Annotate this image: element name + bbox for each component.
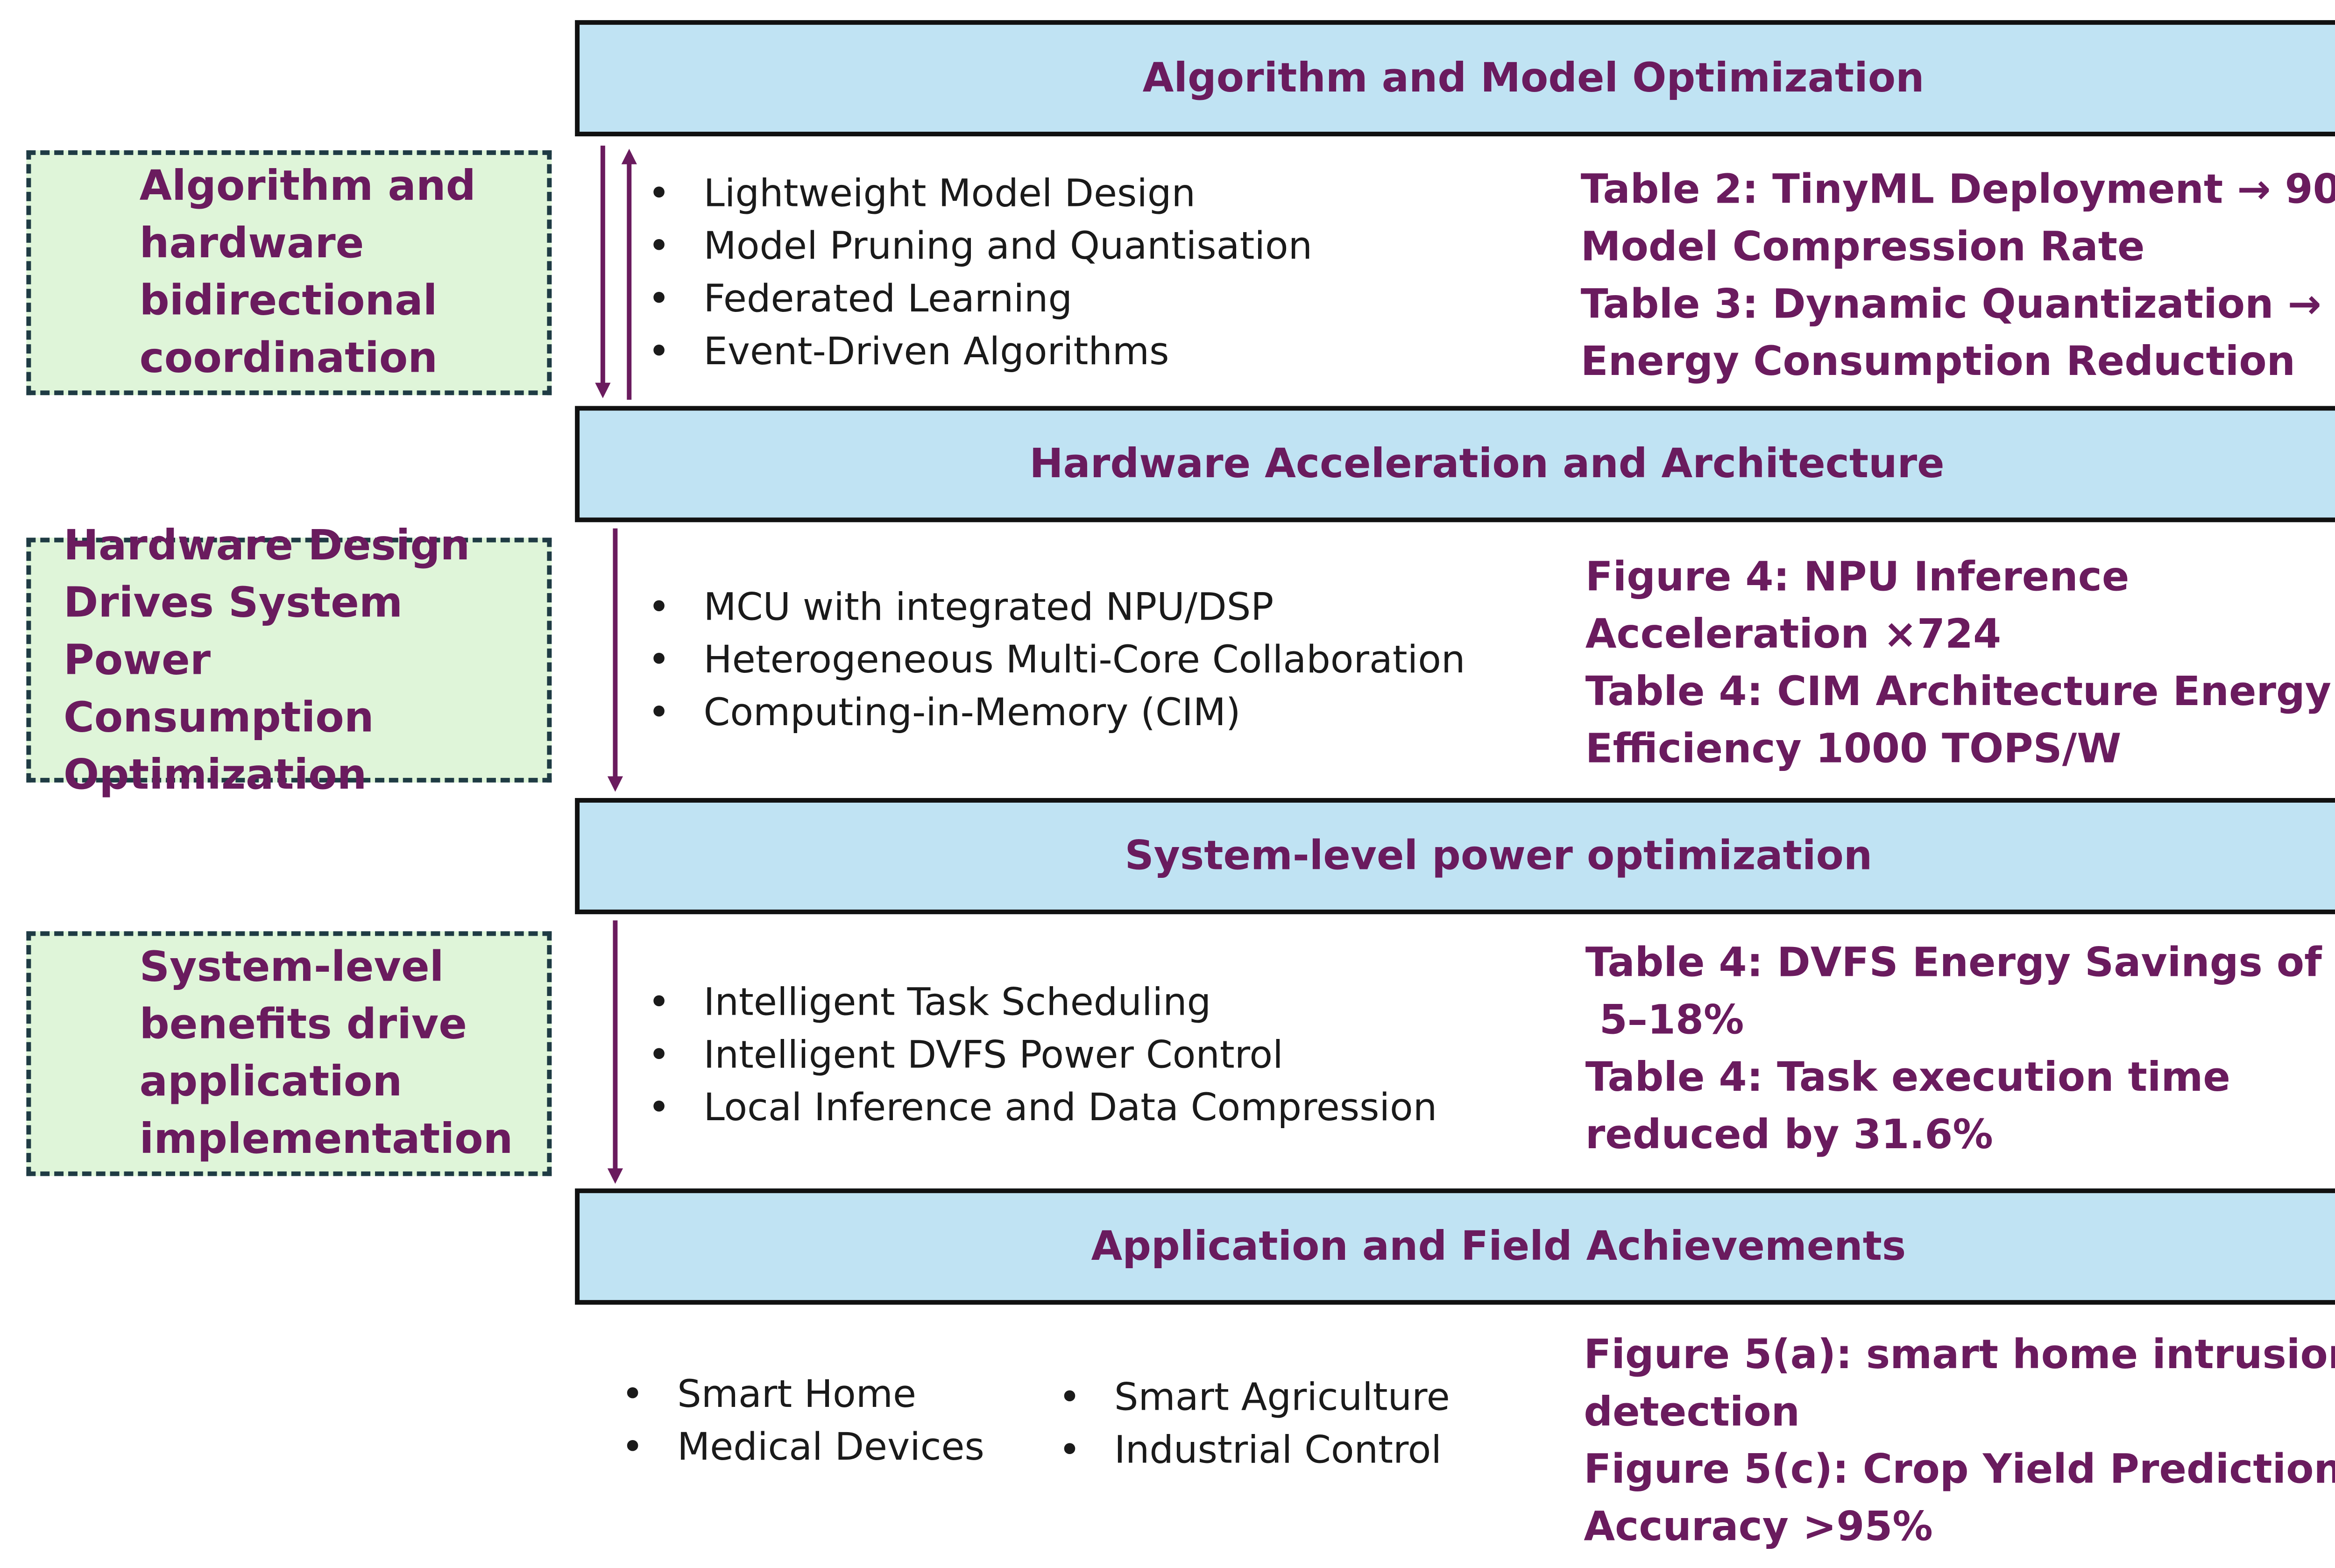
list-item: Smart Home <box>622 1368 984 1421</box>
side-note-line: Consumption <box>64 693 374 742</box>
list-item: Computing-in-Memory (CIM) <box>648 686 1465 739</box>
list-item: Local Inference and Data Compression <box>648 1081 1437 1134</box>
side-note-line: bidirectional <box>139 277 438 325</box>
evidence-line: reduced by 31.6% <box>1585 1112 1993 1159</box>
evidence-line: Figure 5(a): smart home intrusion <box>1584 1332 2335 1379</box>
side-note-line: benefits drive <box>139 1001 467 1049</box>
side-note-line: System-level <box>139 943 444 992</box>
list-item: Medical Devices <box>622 1421 984 1474</box>
list-item: Event-Driven Algorithms <box>648 325 1312 378</box>
evidence-line: 5–18% <box>1585 998 1744 1045</box>
stage-title: Hardware Acceleration and Architecture <box>1029 441 1945 487</box>
list-item: MCU with integrated NPU/DSP <box>648 581 1465 634</box>
side-note-line: implementation <box>139 1116 513 1164</box>
evidence-line: Table 2: TinyML Deployment → 90% <box>1580 167 2335 214</box>
side-note-line: Hardware Design <box>64 521 470 570</box>
list-item: Heterogeneous Multi-Core Collaboration <box>648 634 1465 686</box>
side-note-line: application <box>139 1058 403 1107</box>
list-item: Model Pruning and Quantisation <box>648 220 1312 273</box>
side-note-text: Algorithm and hardware bidirectional coo… <box>31 158 476 387</box>
list-item: Smart Agriculture <box>1058 1371 1450 1424</box>
side-note-coordination: Algorithm and hardware bidirectional coo… <box>26 150 552 396</box>
evidence-line: Table 4: Task execution time <box>1585 1055 2230 1102</box>
evidence-line: Accuracy >95% <box>1584 1504 1933 1551</box>
side-note-text: Hardware Design Drives System Power Cons… <box>31 517 547 804</box>
evidence-text: Table 4: DVFS Energy Savings of 5–18% Ta… <box>1585 936 2322 1165</box>
stage-box-algorithm: Algorithm and Model Optimization <box>575 20 2335 137</box>
list-item: Federated Learning <box>648 273 1312 325</box>
evidence-text: Table 2: TinyML Deployment → 90% Model C… <box>1581 162 2335 392</box>
evidence-line: Table 4: DVFS Energy Savings of <box>1585 940 2322 987</box>
list-item: Industrial Control <box>1058 1424 1450 1477</box>
side-note-line: coordination <box>139 334 438 383</box>
bullet-list: Smart Home Medical Devices <box>622 1368 984 1474</box>
evidence-line: Energy Consumption Reduction <box>1580 339 2296 386</box>
stage-box-system: System-level power optimization <box>575 798 2335 914</box>
evidence-line: Figure 5(c): Crop Yield Prediction <box>1584 1447 2335 1494</box>
side-note-hardware-design: Hardware Design Drives System Power Cons… <box>26 522 552 799</box>
list-item: Lightweight Model Design <box>648 167 1312 220</box>
stage-box-application: Application and Field Achievements <box>575 1188 2335 1305</box>
stage-box-hardware: Hardware Acceleration and Architecture <box>575 406 2335 523</box>
evidence-line: Acceleration ×724 <box>1585 612 2002 659</box>
evidence-text: Figure 4: NPU Inference Acceleration ×72… <box>1585 550 2331 779</box>
side-note-system-benefits: System-level benefits drive application … <box>26 931 552 1176</box>
side-note-line: Optimization <box>64 750 367 799</box>
bullet-list: Smart Agriculture Industrial Control <box>1058 1371 1450 1477</box>
evidence-line: Table 4: CIM Architecture Energy <box>1585 669 2332 716</box>
stage-title: Algorithm and Model Optimization <box>1142 55 1925 102</box>
side-note-text: System-level benefits drive application … <box>31 939 513 1168</box>
bullet-list: Intelligent Task Scheduling Intelligent … <box>648 976 1437 1134</box>
evidence-line: Table 3: Dynamic Quantization → 20% <box>1580 282 2335 329</box>
evidence-text: Figure 5(a): smart home intrusion detect… <box>1584 1328 2335 1557</box>
evidence-line: Efficiency 1000 TOPS/W <box>1585 727 2122 773</box>
bullet-list: Lightweight Model Design Model Pruning a… <box>648 167 1312 378</box>
side-note-line: hardware <box>139 220 364 268</box>
bullet-list: MCU with integrated NPU/DSP Heterogeneou… <box>648 581 1465 739</box>
evidence-line: detection <box>1584 1390 1800 1437</box>
stage-title: System-level power optimization <box>1125 833 1873 880</box>
evidence-line: Model Compression Rate <box>1580 225 2145 271</box>
list-item: Intelligent DVFS Power Control <box>648 1029 1437 1081</box>
list-item: Intelligent Task Scheduling <box>648 976 1437 1029</box>
stage-title: Application and Field Achievements <box>1091 1223 1906 1270</box>
evidence-line: Figure 4: NPU Inference <box>1585 554 2130 601</box>
side-note-line: Drives System Power <box>64 579 403 685</box>
side-note-line: Algorithm and <box>139 162 476 211</box>
